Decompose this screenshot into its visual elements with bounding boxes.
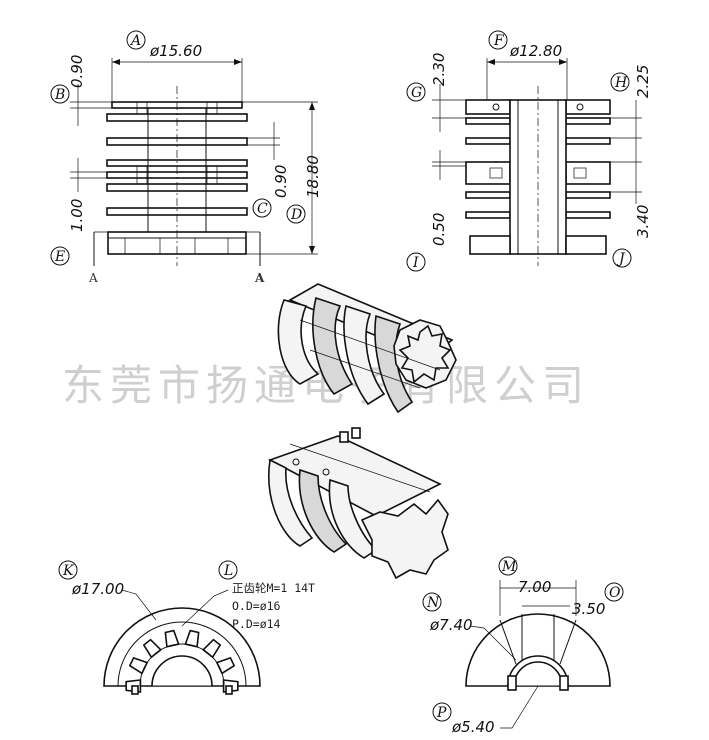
gear-view: K ø17.00 L 正齿轮M=1 14T O.D=ø16 P.D=ø14 (58, 560, 315, 695)
section-mark-left: A (88, 271, 98, 285)
label-o: O (609, 585, 621, 601)
label-j: J (616, 251, 626, 267)
isometric-view-top (277, 283, 457, 414)
section-mark-right: A (254, 271, 265, 285)
label-i: I (412, 255, 419, 271)
dim-d: 18.80 (304, 155, 322, 198)
label-p: P (436, 705, 447, 721)
dim-e: 1.00 (68, 199, 86, 232)
gear-note-1: 正齿轮M=1 14T (232, 581, 315, 595)
gear-note-3: P.D=ø14 (232, 617, 281, 631)
gear-teeth (125, 629, 239, 693)
dim-h: 2.25 (634, 65, 652, 98)
label-e: E (54, 249, 65, 265)
label-l: L (223, 563, 233, 579)
dim-k: ø17.00 (71, 580, 124, 598)
isometric-view-bottom (268, 427, 449, 580)
gear-note-2: O.D=ø16 (232, 599, 281, 613)
dim-o: 3.50 (572, 600, 605, 618)
side-view: ø12.80 F 2.30 G (406, 30, 652, 272)
dim-f: ø12.80 (509, 42, 562, 60)
dim-j: 3.40 (634, 205, 652, 238)
label-c: C (257, 201, 268, 217)
label-f: F (493, 33, 505, 49)
dim-i: 0.50 (430, 213, 448, 246)
label-h: H (614, 75, 628, 91)
dim-c: 0.90 (272, 165, 290, 198)
dim-m: 7.00 (518, 578, 551, 596)
label-b: B (54, 87, 65, 103)
gear-root-circle (139, 643, 225, 687)
label-g: G (411, 85, 422, 101)
tube-section-view: M 7.00 O 3.50 N ø7.40 P ø5.40 (422, 556, 624, 736)
label-m: M (501, 559, 517, 575)
dim-g: 2.30 (430, 53, 448, 86)
label-n: N (426, 595, 440, 611)
dim-a: ø15.60 (149, 42, 202, 60)
dim-b: 0.90 (68, 55, 86, 88)
dim-n: ø7.40 (429, 616, 473, 634)
label-k: K (62, 563, 75, 579)
label-d: D (290, 207, 302, 223)
label-a: A (129, 33, 141, 49)
dim-p: ø5.40 (451, 718, 495, 736)
front-view: ø15.60 A A A 0.9 (50, 30, 322, 285)
